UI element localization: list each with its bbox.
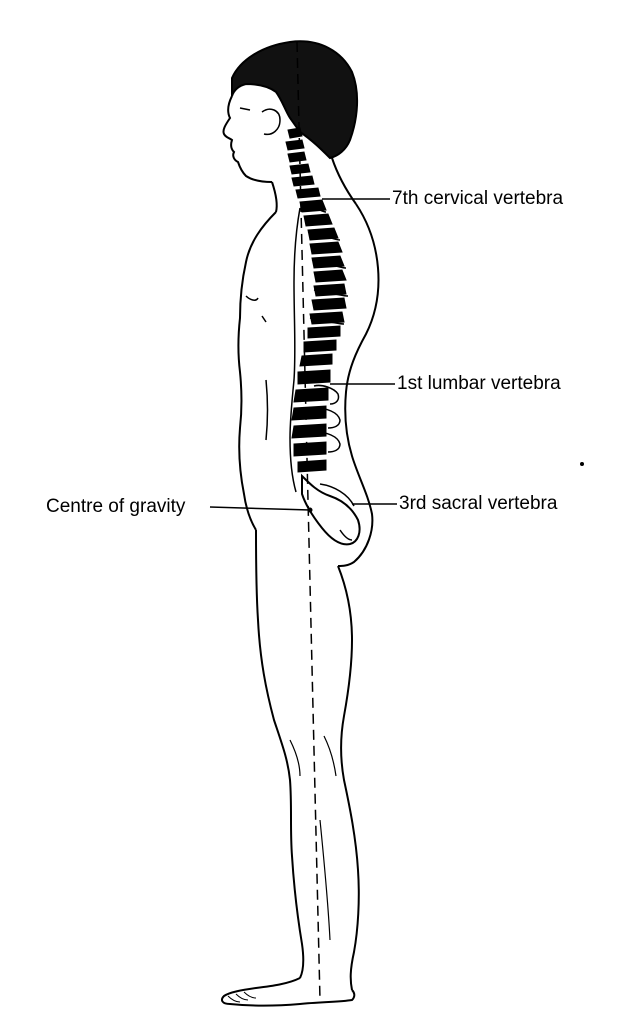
arm bbox=[265, 207, 301, 493]
leg-front bbox=[255, 529, 305, 979]
ear bbox=[261, 108, 281, 136]
toes bbox=[227, 991, 257, 1003]
neck-front bbox=[271, 181, 278, 213]
torso-front bbox=[237, 211, 277, 531]
back-outline bbox=[337, 203, 380, 567]
leg-back bbox=[337, 565, 360, 991]
neck-back bbox=[331, 157, 357, 205]
pelvis-curve bbox=[319, 483, 355, 541]
nipple bbox=[245, 295, 259, 301]
centre-of-gravity-dot bbox=[307, 507, 313, 513]
foot bbox=[221, 977, 356, 1007]
hair bbox=[231, 40, 359, 160]
navel-line bbox=[261, 315, 267, 323]
sacrum bbox=[301, 473, 361, 546]
knee bbox=[289, 735, 337, 777]
label-centre-of-gravity: Centre of gravity bbox=[46, 496, 186, 517]
label-7th-cervical-vertebra: 7th cervical vertebra bbox=[392, 188, 564, 209]
calf-line bbox=[319, 819, 331, 941]
spinous-processes bbox=[301, 203, 349, 453]
speck bbox=[580, 462, 584, 466]
label-3rd-sacral-vertebra: 3rd sacral vertebra bbox=[399, 493, 558, 514]
spine bbox=[285, 127, 347, 473]
eye bbox=[239, 107, 251, 111]
head-profile bbox=[222, 95, 273, 183]
label-1st-lumbar-vertebra: 1st lumbar vertebra bbox=[397, 373, 561, 394]
leader-cog bbox=[209, 506, 311, 511]
